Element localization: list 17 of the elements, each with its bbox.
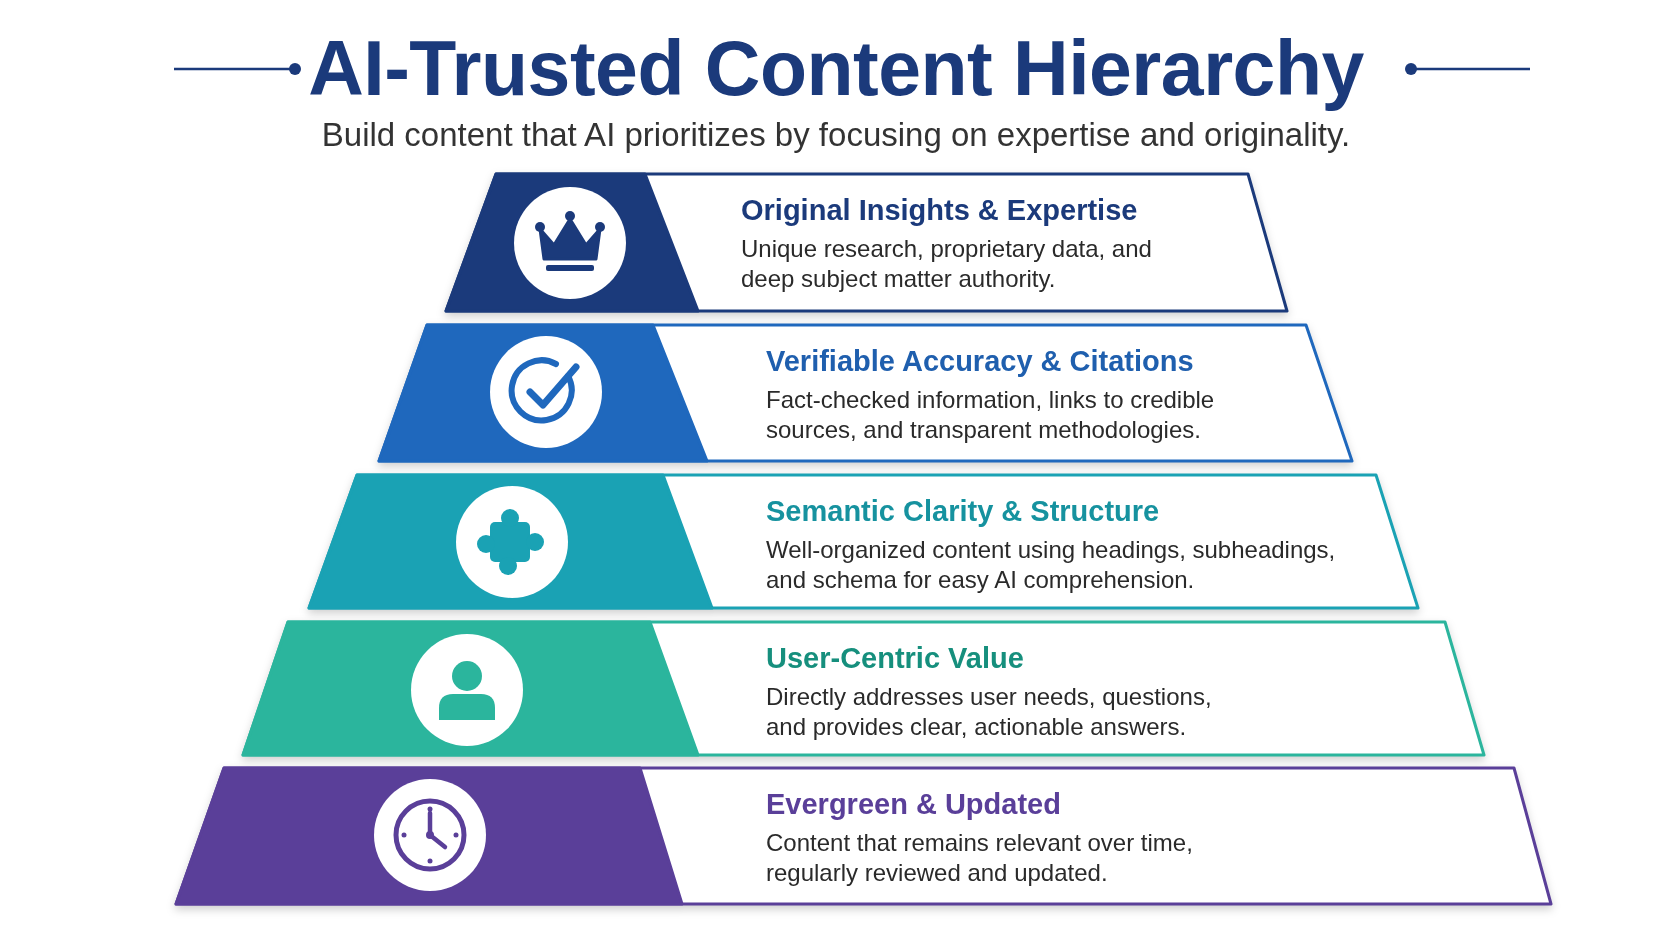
pyramid-tier (306, 472, 1421, 611)
tier-heading: Verifiable Accuracy & Citations (766, 344, 1194, 378)
tier-description: Content that remains relevant over time, regularly reviewed and updated. (766, 828, 1194, 888)
pyramid-tier (173, 765, 1554, 907)
tier-heading: Original Insights & Expertise (741, 193, 1138, 227)
tier-description: Directly addresses user needs, questions, and provides clear, actionable answers. (766, 682, 1213, 742)
pyramid-tier (376, 322, 1355, 464)
tier-heading: Semantic Clarity & Structure (766, 494, 1160, 528)
title: AI-Trusted Content Hierarchy (308, 24, 1364, 113)
tier-description: Well-organized content using headings, subheadings, and schema for easy AI comprehension. (766, 535, 1337, 595)
tier-heading: Evergreen & Updated (766, 787, 1061, 821)
tier-heading: User-Centric Value (766, 641, 1024, 675)
tier-description: Fact-checked information, links to credible sources, and transparent methodologies. (766, 385, 1216, 445)
subtitle: Build content that AI prioritizes by focusing on expertise and originality. (321, 115, 1351, 155)
pyramid-tier (240, 619, 1487, 758)
tier-description: Unique research, proprietary data, and deep subject matter authority. (741, 234, 1153, 294)
pyramid-tier (443, 171, 1290, 314)
